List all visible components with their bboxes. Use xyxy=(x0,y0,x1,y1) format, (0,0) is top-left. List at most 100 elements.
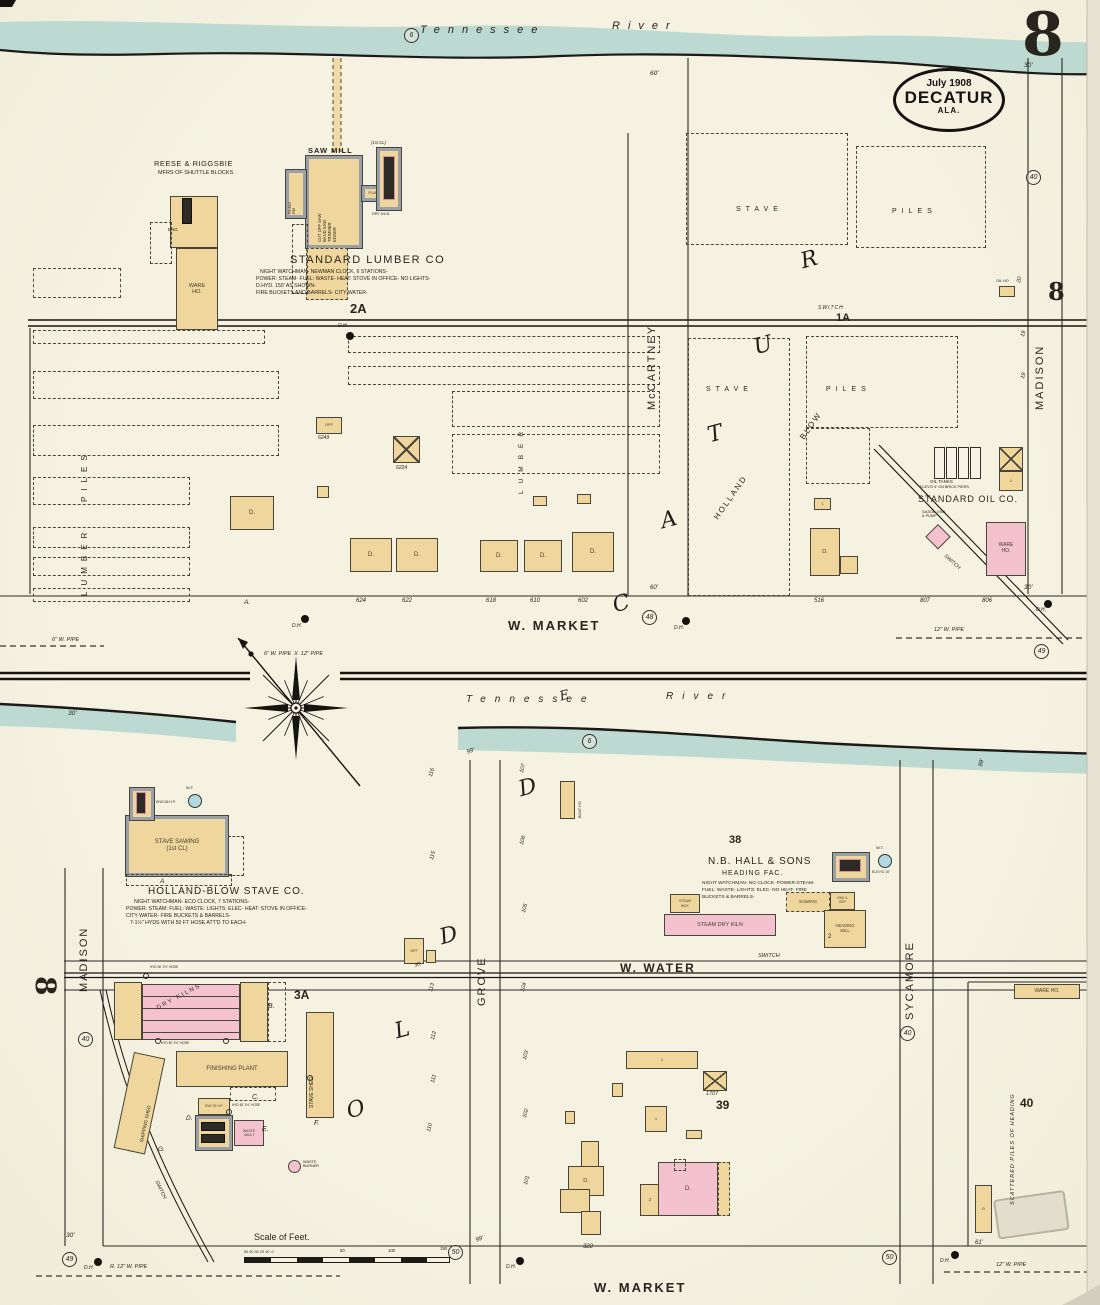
dwelling-wing xyxy=(560,1189,590,1213)
lumber-pile-row xyxy=(452,434,660,474)
dwelling: D. xyxy=(524,540,562,572)
boiler-stack xyxy=(182,198,192,224)
page-number-large: 8 xyxy=(1022,0,1064,70)
saw-mill-title: SAW MILL xyxy=(308,146,353,155)
street-name-madison-upper: MADISON xyxy=(1034,344,1046,410)
reese-riggsbie-title: REESE & RIGGSBIE xyxy=(154,159,233,168)
dwelling-wing xyxy=(581,1211,601,1235)
river-gauge: 6 xyxy=(582,734,597,749)
dwelling: D. xyxy=(572,532,614,572)
saw-mill-building xyxy=(306,156,362,248)
tennessee-river-mid-right xyxy=(458,727,1100,774)
hall-sons-title: N.B. HALL & SONS xyxy=(708,856,812,867)
water-tank xyxy=(188,794,202,808)
kiln-class-label: (1st CL) xyxy=(371,140,386,145)
lot-width: 61' xyxy=(975,1240,983,1246)
lumber-pile-row xyxy=(33,527,190,548)
dwelling: D. xyxy=(396,538,438,572)
house-number: 806 xyxy=(982,598,993,604)
scattered-heading-label: SCATTERED PILES OF HEADING xyxy=(1010,1093,1016,1205)
block-number: 38 xyxy=(729,834,742,846)
hydrant-label: D.H. xyxy=(506,1264,516,1270)
scale-bar xyxy=(244,1257,450,1263)
stave-shed-label: STAVE SHED xyxy=(309,1077,315,1108)
standard-lumber-title: STANDARD LUMBER CO xyxy=(290,254,446,266)
oil-tank xyxy=(958,447,969,479)
street-name-w-water: W. WATER xyxy=(620,961,696,975)
lumber-pile-row xyxy=(348,336,660,353)
boiler xyxy=(201,1134,225,1143)
shed-with-cross xyxy=(393,436,420,463)
engine-label: ENG 65 H.P. xyxy=(156,800,176,804)
dwelling: D. xyxy=(810,528,840,576)
warehouse: WARE HO. xyxy=(1014,984,1080,999)
boiler xyxy=(839,859,861,872)
lot-letter: F. xyxy=(314,1120,320,1127)
filing-room-annex-dashed xyxy=(292,224,308,294)
outbuilding xyxy=(565,1111,575,1124)
river-gauge: 6 xyxy=(404,28,419,43)
insurance-note: D.HYD. 150' AS SHOWN- xyxy=(256,283,316,289)
valve-number: 50 xyxy=(448,1245,463,1260)
lot-letter: A xyxy=(160,878,165,885)
tennessee-river-top xyxy=(0,21,1100,75)
engine-repair-shop: ENG & REP xyxy=(830,892,855,910)
oil-tank xyxy=(970,447,981,479)
street-name-w-market-upper: W. MARKET xyxy=(508,618,601,633)
office-building: OFF xyxy=(316,417,342,434)
lumber-piles-vertical-label: LUMBER PILES xyxy=(80,449,89,596)
scale-tick: 50 xyxy=(340,1248,345,1253)
insurance-note: NIGHT WATCHMAN- NEWMAN CLOCK, 6 STATIONS… xyxy=(260,269,388,275)
hydrant-dot xyxy=(301,615,309,623)
lot-letter: D. xyxy=(186,1115,193,1122)
house-number: 516 xyxy=(814,598,825,604)
heading-mill: HEADING MILL xyxy=(824,910,866,948)
stamp-city: DECATUR xyxy=(904,88,994,107)
shed: 1 xyxy=(645,1106,667,1132)
outbuilding xyxy=(533,496,547,506)
insurance-note: FIRE BUCKETS AND BARRELS- CITY WATER- xyxy=(256,290,368,296)
house-number: 622 xyxy=(402,598,413,604)
saw-mill-south-dashed xyxy=(306,248,348,300)
stave-blow-piles-area xyxy=(688,338,790,596)
steam-dry-kiln: STEAM DRY KILN xyxy=(664,914,776,936)
street-width: 30' xyxy=(1024,62,1033,69)
stave-piles-area xyxy=(856,146,986,248)
house-number: 618 xyxy=(486,598,497,604)
block-number: 39 xyxy=(716,1098,730,1112)
stave-piles-label: PILES xyxy=(892,208,937,215)
stave-blow-piles-area xyxy=(806,336,958,428)
boat-house xyxy=(560,781,575,819)
boat-house-label: BOAT HO xyxy=(578,801,582,818)
outbuilding xyxy=(612,1083,623,1097)
oil-tanks-note: ELEV'D 6' ON BRICK PIERS xyxy=(920,485,969,489)
boiler-house xyxy=(196,1116,232,1150)
stave-sawing-mill: STAVE SAWING (1st CL) xyxy=(126,816,228,876)
scale-tick: 150 xyxy=(440,1246,447,1251)
dry-kilns xyxy=(142,984,240,1040)
water-pipe-label: 12" W. PIPE xyxy=(934,627,965,633)
hydrant-label: D.H. xyxy=(338,323,348,329)
waste-burner-label: WASTE BURNER xyxy=(303,1160,320,1169)
lumber-vertical-label: LUMBER xyxy=(518,424,525,494)
house-number: 610 xyxy=(530,598,541,604)
outbuilding xyxy=(686,1130,702,1139)
hydrant-dot xyxy=(516,1257,524,1265)
stave-piles-area xyxy=(686,133,848,245)
street-name-w-market-lower: W. MARKET xyxy=(594,1280,687,1295)
lumber-pile-row xyxy=(33,557,190,576)
dry-kiln-label: DRY KILN xyxy=(372,212,390,216)
street-width: 30' xyxy=(68,710,77,717)
lumber-pile-row xyxy=(452,391,660,427)
warehouse-annex: 1 xyxy=(999,471,1023,491)
street-name-sycamore: SYCAMORE xyxy=(904,941,916,1020)
water-pipe-label: 6" W. PIPE X 12" PIPE xyxy=(264,651,324,657)
gasoline-engine-label: GASOL. ENG & PUMP xyxy=(922,510,946,519)
stave-sawing-platform-dashed xyxy=(126,874,232,886)
switch-label: SWITCH xyxy=(818,305,844,311)
waste-burner xyxy=(288,1160,301,1173)
street-width: 30' xyxy=(66,1232,75,1239)
insurance-note: POWER: STEAM: FUEL: WASTE: LIGHTS: ELEC-… xyxy=(126,906,307,912)
compass-rose-icon xyxy=(237,637,361,787)
